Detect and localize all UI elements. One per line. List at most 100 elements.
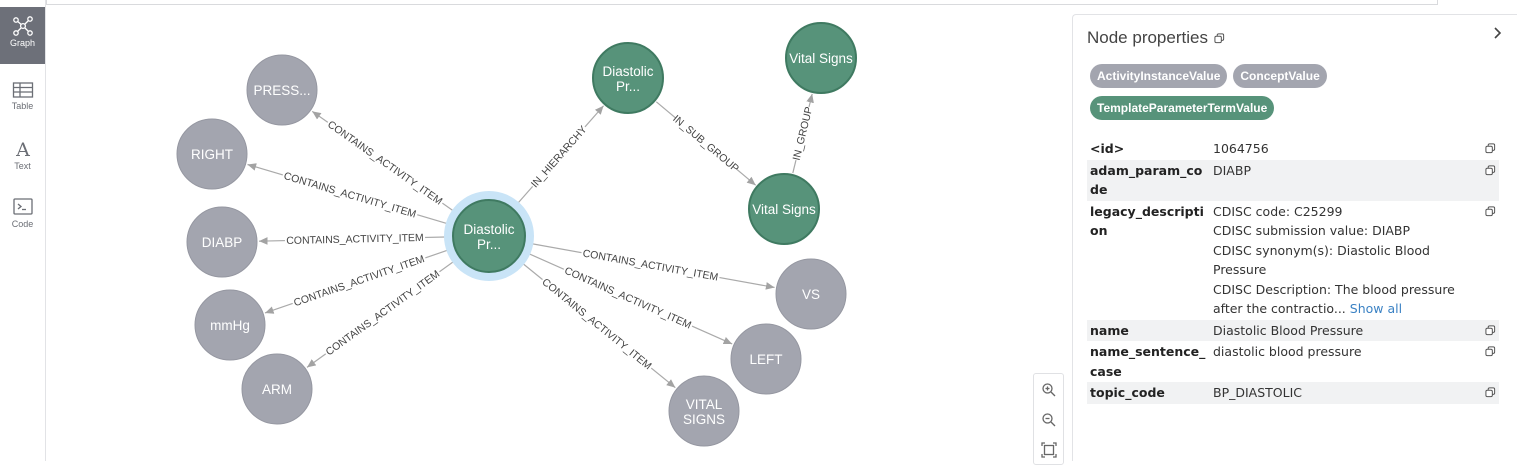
node-label: DIABP xyxy=(202,235,243,250)
query-editor-edge xyxy=(46,0,1438,5)
zoom-in-button[interactable] xyxy=(1034,375,1063,405)
copy-icon[interactable] xyxy=(1485,344,1499,358)
copy-icon[interactable] xyxy=(1485,163,1499,177)
graph-node-diabp[interactable]: DIABP xyxy=(186,206,258,278)
property-value-text: CDISC synonym(s): Diastolic Blood Pressu… xyxy=(1213,242,1430,278)
node-circle xyxy=(775,258,847,330)
edge-center-vs[interactable]: CONTAINS_ACTIVITY_ITEM xyxy=(526,242,775,290)
graph-node-arm[interactable]: ARM xyxy=(241,353,313,425)
edge-dpr_top-vs_mid[interactable]: IN_SUB_GROUP xyxy=(655,101,757,186)
zoom-out-button[interactable] xyxy=(1034,405,1063,435)
node-label: VITAL xyxy=(686,397,723,412)
code-view-button[interactable]: Code xyxy=(0,188,45,245)
graph-node-press[interactable]: PRESS... xyxy=(246,54,318,126)
property-row: name Diastolic Blood Pressure xyxy=(1087,319,1499,341)
text-icon: A xyxy=(15,139,30,159)
node-circle xyxy=(668,375,740,447)
property-value: diastolic blood pressure xyxy=(1207,342,1479,362)
node-circle xyxy=(176,118,248,190)
copy-icon[interactable] xyxy=(1485,323,1499,337)
collapse-panel-button[interactable] xyxy=(1489,25,1505,41)
copy-all-icon[interactable] xyxy=(1214,32,1225,44)
graph-node-right[interactable]: RIGHT xyxy=(176,118,248,190)
node-label: VS xyxy=(802,287,820,302)
node-label: PRESS... xyxy=(253,83,310,98)
property-value-text: BP_DIASTOLIC xyxy=(1213,385,1303,400)
graph-node-left[interactable]: LEFT xyxy=(730,323,802,395)
graph-node-center[interactable]: DiastolicPr... xyxy=(444,191,534,281)
edge-center-dpr_top[interactable]: IN_HIERARCHY xyxy=(513,105,605,208)
property-value-text: CDISC code: C25299 xyxy=(1213,203,1343,219)
property-value-text: diastolic blood pressure xyxy=(1213,344,1362,359)
node-circle xyxy=(748,173,820,245)
property-key: <id> xyxy=(1090,141,1125,156)
show-all-link[interactable]: Show all xyxy=(1349,301,1403,316)
label-badge[interactable]: ActivityInstanceValue xyxy=(1090,64,1228,88)
graph-node-mmhg[interactable]: mmHg xyxy=(194,289,266,361)
node-circle xyxy=(186,206,258,278)
property-key: topic_code xyxy=(1090,385,1165,400)
node-label: ARM xyxy=(262,382,292,397)
property-value-line: CDISC submission value: DIABP xyxy=(1213,221,1479,241)
node-label: mmHg xyxy=(210,318,250,333)
edge-label-bg xyxy=(323,116,447,209)
node-label: RIGHT xyxy=(191,147,233,162)
table-icon xyxy=(12,82,33,98)
node-label: LEFT xyxy=(749,352,782,367)
node-circle xyxy=(785,22,857,94)
property-value-text: CDISC Description: The blood pressure af… xyxy=(1213,281,1455,317)
code-view-label: Code xyxy=(11,219,34,229)
property-value-line: DIABP xyxy=(1213,161,1479,181)
graph-node-vs[interactable]: VS xyxy=(775,258,847,330)
node-label: Diastolic xyxy=(463,222,514,237)
edge-label: CONTAINS_ACTIVITY_ITEM xyxy=(286,232,424,247)
fit-screen-button[interactable] xyxy=(1034,435,1063,465)
property-value-text: Diastolic Blood Pressure xyxy=(1213,322,1364,338)
edge-label-bg xyxy=(671,112,741,175)
copy-icon[interactable] xyxy=(1485,141,1499,155)
graph-canvas[interactable]: CONTAINS_ACTIVITY_ITEM CONTAINS_ACTIVITY_… xyxy=(46,5,1070,461)
property-row: <id> 1064756 xyxy=(1087,138,1499,160)
edge-center-diabp[interactable]: CONTAINS_ACTIVITY_ITEM xyxy=(258,230,452,248)
text-view-button[interactable]: A Text xyxy=(0,130,45,187)
edge-vs_mid-vs_top[interactable]: IN_GROUP xyxy=(789,93,816,174)
svg-text:A: A xyxy=(15,139,30,159)
property-value: DIABP xyxy=(1207,161,1479,181)
table-view-button[interactable]: Table xyxy=(0,72,45,129)
property-value-line: CDISC synonym(s): Diastolic Blood Pressu… xyxy=(1213,241,1479,280)
panel-title: Node properties xyxy=(1087,28,1208,47)
graph-svg[interactable]: CONTAINS_ACTIVITY_ITEM CONTAINS_ACTIVITY_… xyxy=(46,5,1070,461)
label-badge[interactable]: ConceptValue xyxy=(1233,64,1327,88)
property-value-text: 1064756 xyxy=(1213,141,1269,156)
property-value-text: DIABP xyxy=(1213,162,1251,178)
property-key: name xyxy=(1090,322,1129,338)
edge-label-bg xyxy=(280,168,420,222)
copy-icon[interactable] xyxy=(1485,204,1499,218)
edge-label-bg xyxy=(789,105,816,162)
property-value-line: CDISC Description: The blood pressure af… xyxy=(1213,280,1479,319)
edge-label-bg xyxy=(284,230,426,248)
graph-node-vs_top[interactable]: Vital Signs xyxy=(785,22,857,94)
graph-view-button[interactable]: Graph xyxy=(0,7,45,64)
edge-label: IN_HIERARCHY xyxy=(529,124,590,191)
copy-icon[interactable] xyxy=(1485,385,1499,399)
property-value: 1064756 xyxy=(1207,139,1479,159)
label-badge[interactable]: TemplateParameterTermValue xyxy=(1090,96,1275,120)
property-value-line: CDISC code: C25299 xyxy=(1213,202,1479,222)
edge-label-bg xyxy=(321,266,444,360)
code-icon xyxy=(12,198,33,215)
edge-label: IN_SUB_GROUP xyxy=(670,113,741,175)
graph-node-dpr_top[interactable]: DiastolicPr... xyxy=(592,42,664,114)
table-view-label: Table xyxy=(11,101,34,111)
graph-node-vs_mid[interactable]: Vital Signs xyxy=(748,173,820,245)
zoom-in-icon xyxy=(1041,383,1055,397)
graph-icon xyxy=(12,16,33,36)
node-label: Vital Signs xyxy=(789,51,853,66)
edge-label-bg xyxy=(561,262,695,333)
edge-label-bg xyxy=(580,245,721,285)
node-label-line2: Pr... xyxy=(477,237,501,252)
